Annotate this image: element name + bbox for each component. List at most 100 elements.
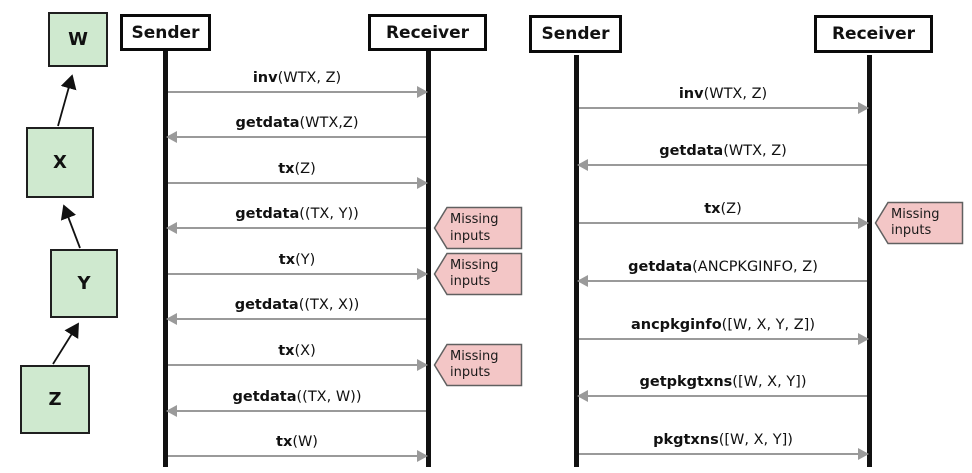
message-method: tx <box>278 342 295 359</box>
message-label: pkgtxns([W, X, Y]) <box>579 432 867 448</box>
message-method: getdata <box>235 206 300 223</box>
message-args: (WTX, Z) <box>277 69 342 86</box>
message-label: tx(Z) <box>579 201 867 217</box>
message-arrow <box>579 332 869 345</box>
message-args: (X) <box>294 342 316 359</box>
message-row: ancpkginfo([W, X, Y, Z]) <box>579 291 869 349</box>
tag-label: Missing inputs <box>450 212 499 244</box>
message-arrow <box>166 404 426 417</box>
message-args: ((TX, Y)) <box>299 206 359 223</box>
tag-label: Missing inputs <box>891 206 940 239</box>
message-label: getdata((TX, X)) <box>168 297 426 313</box>
message-args: (ANCPKGINFO, Z) <box>692 258 818 275</box>
arrow-y-to-x <box>60 204 81 249</box>
message-method: tx <box>278 251 296 268</box>
missing-inputs-tag: Missing inputs <box>433 206 523 250</box>
graph-node-y: Y <box>50 249 118 318</box>
message-label: getdata((TX, Y)) <box>168 206 426 222</box>
receiver-header: Receiver <box>368 14 487 51</box>
message-label: tx(Y) <box>168 252 426 268</box>
message-arrow <box>168 450 428 463</box>
message-method: getpkgtxns <box>639 374 733 391</box>
message-label: inv(WTX, Z) <box>579 86 867 102</box>
message-arrow <box>166 131 426 144</box>
message-method: getdata <box>232 388 297 405</box>
message-arrow <box>166 222 426 235</box>
message-args: ([W, X, Y, Z]) <box>721 316 815 333</box>
message-list: inv(WTX, Z) getdata(WTX,Z) tx(Z) <box>166 56 523 467</box>
sequence-diagram-tx-relay: Sender Receiver inv(WTX, Z) getdata(WTX,… <box>118 8 538 470</box>
graph-node-x: X <box>26 127 94 198</box>
tag-label: Missing inputs <box>450 257 499 289</box>
message-args: (W) <box>292 434 318 451</box>
message-row: tx(Y) Missing inputs <box>168 238 523 296</box>
receiver-header: Receiver <box>814 15 933 53</box>
message-row: inv(WTX, Z) <box>579 60 869 118</box>
message-method: tx <box>276 434 293 451</box>
message-arrow <box>577 390 867 403</box>
message-arrow <box>168 358 428 371</box>
tag-label: Missing inputs <box>450 348 499 380</box>
message-args: (Y) <box>295 251 316 268</box>
message-arrow <box>168 267 428 280</box>
message-arrow <box>577 274 867 287</box>
tag-shape <box>433 343 523 387</box>
message-method: inv <box>252 69 278 86</box>
message-label: ancpkginfo([W, X, Y, Z]) <box>579 317 867 333</box>
message-row: tx(X) Missing inputs <box>168 329 523 387</box>
sender-lifeline <box>163 51 168 467</box>
message-arrow <box>168 85 428 98</box>
message-method: getdata <box>234 297 299 314</box>
message-args: (Z) <box>294 160 316 177</box>
sender-header: Sender <box>120 14 211 51</box>
message-row: tx(Z) <box>168 147 428 193</box>
message-args: ((TX, W)) <box>296 388 362 405</box>
missing-inputs-tag: Missing inputs <box>433 252 523 296</box>
message-row: tx(W) <box>168 421 428 467</box>
message-arrow <box>577 159 867 172</box>
message-method: tx <box>704 201 721 218</box>
message-row: getdata(WTX,Z) <box>166 102 426 148</box>
message-method: ancpkginfo <box>630 316 722 333</box>
message-row: getpkgtxns([W, X, Y]) <box>577 349 867 407</box>
message-row: getdata(WTX, Z) <box>577 118 867 176</box>
tag-shape <box>433 207 523 250</box>
message-args: (Z) <box>720 201 742 218</box>
message-method: tx <box>278 160 295 177</box>
message-args: ([W, X, Y]) <box>732 374 807 391</box>
message-label: getdata(WTX,Z) <box>168 115 426 131</box>
message-label: inv(WTX, Z) <box>168 70 426 86</box>
message-arrow <box>168 176 428 189</box>
message-row: getdata((TX, X)) <box>166 284 426 330</box>
message-row: inv(WTX, Z) <box>168 56 428 102</box>
tag-shape <box>433 252 523 296</box>
dependency-arrows <box>52 74 81 365</box>
sender-header: Sender <box>529 15 622 53</box>
message-row: tx(Z) Missing inputs <box>579 175 964 245</box>
message-row: getdata((TX, Y)) Missing inputs <box>166 193 523 250</box>
sender-lifeline <box>574 55 579 467</box>
message-label: getdata((TX, W)) <box>168 389 426 405</box>
sequence-diagram-package-relay: Sender Receiver inv(WTX, Z) getdata(WTX,… <box>528 8 972 470</box>
missing-inputs-tag: Missing inputs <box>874 201 964 245</box>
message-method: getdata <box>235 115 300 132</box>
message-label: tx(X) <box>168 343 426 359</box>
graph-node-z: Z <box>20 365 90 434</box>
missing-inputs-tag: Missing inputs <box>433 343 523 387</box>
graph-node-w: W <box>48 12 108 67</box>
message-method: pkgtxns <box>653 432 719 449</box>
message-args: (WTX, Z) <box>703 85 768 102</box>
message-method: getdata <box>628 258 693 275</box>
message-label: tx(W) <box>168 434 426 450</box>
message-method: inv <box>678 85 704 102</box>
message-arrow <box>579 101 869 114</box>
message-row: pkgtxns([W, X, Y]) <box>579 406 869 464</box>
arrow-x-to-w <box>57 74 77 127</box>
message-method: getdata <box>659 143 724 160</box>
message-args: ((TX, X)) <box>298 297 360 314</box>
message-label: getdata(ANCPKGINFO, Z) <box>579 259 867 275</box>
message-row: getdata((TX, W)) <box>166 375 426 421</box>
message-args: (WTX, Z) <box>723 143 787 160</box>
message-label: tx(Z) <box>168 161 426 177</box>
